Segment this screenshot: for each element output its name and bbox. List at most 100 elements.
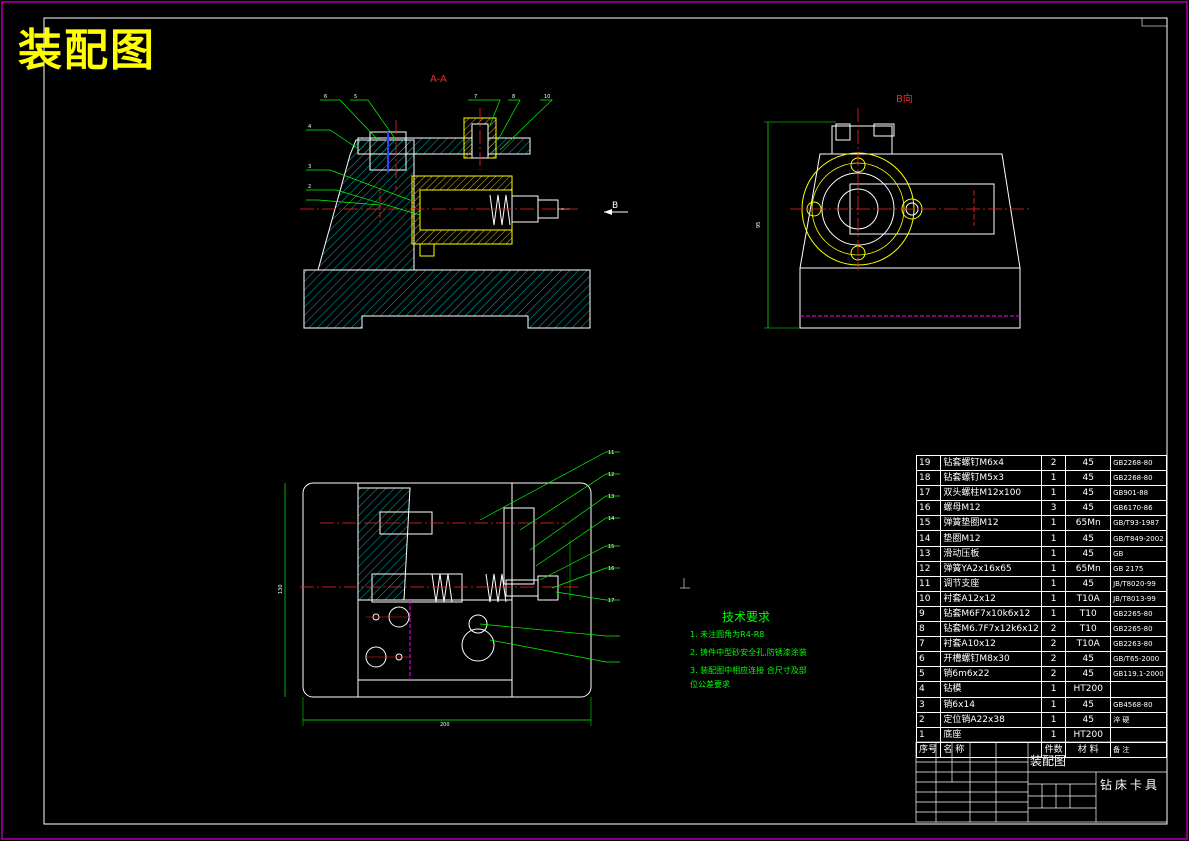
svg-text:7: 7 xyxy=(474,94,477,100)
inner-frame xyxy=(43,17,1168,825)
bom-cell: 45 xyxy=(1065,651,1112,668)
bom-cell: GB/T65-2000 xyxy=(1110,651,1167,668)
bom-cell: 45 xyxy=(1065,666,1112,683)
bom-cell: 1 xyxy=(1040,515,1067,532)
bom-cell: 45 xyxy=(1065,485,1112,502)
bom-cell: 45 xyxy=(1065,575,1112,592)
front-view-balloons: 11 12 13 14 15 16 17 xyxy=(608,450,614,604)
bom-cell: 销6m6x22 xyxy=(940,666,1042,683)
bom-cell: JB/T8013-99 xyxy=(1110,590,1167,607)
bom-cell: 名 称 xyxy=(940,741,1042,758)
tech-heading: 技术要求 xyxy=(722,610,771,624)
bom-cell: 65Mn xyxy=(1065,515,1112,532)
svg-text:8: 8 xyxy=(512,94,515,100)
bom-cell: T10 xyxy=(1065,621,1112,638)
bom-cell: 淬 硬 xyxy=(1110,711,1167,728)
bom-cell: 钻套螺钉M5x3 xyxy=(940,470,1042,487)
dim-front-width-text: 200 xyxy=(440,722,450,728)
bom-cell: 调节支座 xyxy=(940,575,1042,592)
svg-text:11: 11 xyxy=(608,450,614,456)
bom-cell: HT200 xyxy=(1065,681,1112,698)
bom-cell: GB2268-80 xyxy=(1110,454,1167,472)
bom-cell: 材 料 xyxy=(1065,741,1112,758)
top-view-balloons: 6 5 4 3 2 7 8 10 xyxy=(308,94,550,190)
bom-cell: 45 xyxy=(1065,454,1112,472)
bom-cell: 3 xyxy=(915,696,942,713)
view-b-label: B向 xyxy=(896,92,913,105)
arrow-b-label: B xyxy=(612,201,618,211)
bom-cell: GB2263-80 xyxy=(1110,636,1167,653)
bom-cell: 件数 xyxy=(1040,741,1067,758)
section-aa-view xyxy=(300,99,628,329)
bom-cell: GB119.1-2000 xyxy=(1110,666,1167,683)
bom-cell: GB2265-80 xyxy=(1110,605,1167,623)
bom-cell: 钻套螺钉M6x4 xyxy=(940,454,1042,472)
bom-cell: 2 xyxy=(1040,454,1067,472)
tech-item: 1. 未注圆角为R4-R8 xyxy=(690,630,765,639)
svg-text:3: 3 xyxy=(308,164,311,170)
bom-cell: 衬套A10x12 xyxy=(940,636,1042,653)
bom-cell: 钻套M6F7x10k6x12 xyxy=(940,605,1042,623)
bom-cell: 1 xyxy=(1040,681,1067,698)
bom-cell: 1 xyxy=(1040,696,1067,713)
bom-cell: 8 xyxy=(915,621,942,638)
bom-cell: 序号 xyxy=(915,741,942,758)
bom-cell: 弹簧YA2x16x65 xyxy=(940,560,1042,577)
bom-cell: 1 xyxy=(1040,530,1067,547)
bom-cell: 2 xyxy=(1040,666,1067,683)
bom-cell: 45 xyxy=(1065,470,1112,487)
bom-cell: GB/T849-2002 xyxy=(1110,530,1167,547)
bom-cell: GB6170-86 xyxy=(1110,500,1167,517)
svg-text:13: 13 xyxy=(608,494,614,500)
bom-cell: 45 xyxy=(1065,530,1112,547)
bom-cell: 2 xyxy=(1040,636,1067,653)
bom-cell: 定位销A22x38 xyxy=(940,711,1042,728)
svg-text:5: 5 xyxy=(354,94,357,100)
bom-cell: 15 xyxy=(915,515,942,532)
svg-text:6: 6 xyxy=(324,94,327,100)
title-block xyxy=(915,741,1168,823)
bom-cell: 7 xyxy=(915,636,942,653)
svg-text:10: 10 xyxy=(544,94,550,100)
bom-cell: 12 xyxy=(915,560,942,577)
svg-text:14: 14 xyxy=(608,516,614,522)
technical-requirements: 技术要求 1. 未注圆角为R4-R8 2. 铸件中型砂安全孔,防锈漆涂装 3. … xyxy=(690,608,807,690)
drawing-title: 装配图 xyxy=(18,25,156,76)
bom-cell: 垫圈M12 xyxy=(940,530,1042,547)
bom-cell: 18 xyxy=(915,470,942,487)
plan-view xyxy=(284,451,690,726)
bom-cell: 1 xyxy=(1040,711,1067,728)
bom-cell: 钻套M6.7F7x12k6x12 xyxy=(940,621,1042,638)
bom-cell: HT200 xyxy=(1065,726,1112,743)
svg-text:15: 15 xyxy=(608,544,614,550)
bom-cell: 1 xyxy=(1040,545,1067,562)
svg-text:17: 17 xyxy=(608,598,614,604)
bom-cell: GB2268-80 xyxy=(1110,470,1167,487)
bom-cell: 14 xyxy=(915,530,942,547)
bom-cell: 17 xyxy=(915,485,942,502)
bom-cell xyxy=(1110,681,1167,698)
title-block-drawing-name: 装配图 xyxy=(1030,754,1067,768)
bom-cell: 螺母M12 xyxy=(940,500,1042,517)
bom-cell: T10 xyxy=(1065,605,1112,623)
bom-cell: 3 xyxy=(1040,500,1067,517)
bom-cell: 1 xyxy=(1040,575,1067,592)
bom-cell: 双头螺柱M12x100 xyxy=(940,485,1042,502)
bom-cell: 1 xyxy=(1040,485,1067,502)
bom-cell: 钻模 xyxy=(940,681,1042,698)
bom-cell: 弹簧垫圈M12 xyxy=(940,515,1042,532)
bom-cell: 1 xyxy=(915,726,942,743)
bom-cell: GB/T93-1987 xyxy=(1110,515,1167,532)
